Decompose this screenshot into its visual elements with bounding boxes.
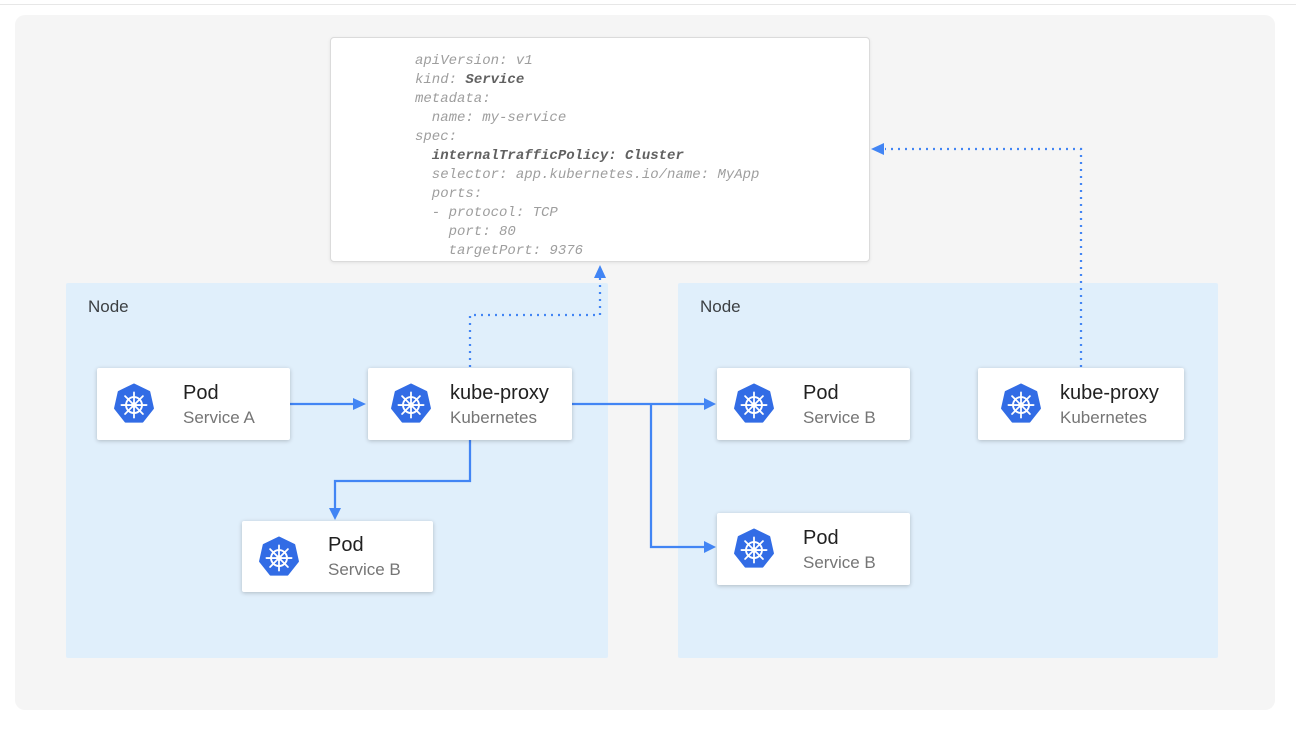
card-subtitle: Service A bbox=[183, 407, 255, 427]
node-box-right: Node bbox=[678, 283, 1218, 658]
kubernetes-icon bbox=[258, 536, 300, 578]
kubeproxy-card-right: kube-proxy Kubernetes bbox=[978, 368, 1184, 440]
yaml-line: ports: bbox=[415, 186, 483, 202]
pod-card-service-b-right-bottom: Pod Service B bbox=[717, 513, 910, 585]
kubeproxy-card-left: kube-proxy Kubernetes bbox=[368, 368, 572, 440]
kubernetes-icon bbox=[1000, 383, 1042, 425]
card-title: kube-proxy bbox=[450, 381, 549, 404]
card-subtitle: Kubernetes bbox=[450, 407, 537, 427]
yaml-line: kind: Service bbox=[415, 72, 525, 88]
node-label: Node bbox=[88, 297, 129, 316]
yaml-line: - protocol: TCP bbox=[415, 205, 558, 221]
card-title: Pod bbox=[183, 381, 219, 404]
node-label: Node bbox=[700, 297, 741, 316]
pod-card-service-b-left: Pod Service B bbox=[242, 521, 433, 592]
yaml-highlight-kind: Service bbox=[465, 72, 525, 88]
pod-card-service-a: Pod Service A bbox=[97, 368, 290, 440]
yaml-line: selector: app.kubernetes.io/name: MyApp bbox=[415, 167, 760, 183]
yaml-highlight-policy: internalTrafficPolicy: Cluster bbox=[415, 148, 684, 164]
pod-card-service-b-right-top: Pod Service B bbox=[717, 368, 910, 440]
kubernetes-icon bbox=[390, 383, 432, 425]
yaml-line: apiVersion: v1 bbox=[415, 53, 533, 69]
card-subtitle: Service B bbox=[328, 560, 401, 579]
card-subtitle: Service B bbox=[803, 552, 876, 572]
kubernetes-icon bbox=[733, 528, 775, 570]
top-divider bbox=[0, 4, 1296, 5]
yaml-line: internalTrafficPolicy: Cluster bbox=[415, 147, 861, 166]
service-yaml-card: apiVersion: v1 kind: Service metadata: n… bbox=[330, 37, 870, 262]
card-subtitle: Service B bbox=[803, 407, 876, 427]
service-yaml-code: apiVersion: v1 kind: Service metadata: n… bbox=[415, 52, 861, 259]
yaml-line: spec: bbox=[415, 129, 458, 145]
yaml-line: metadata: bbox=[415, 91, 491, 107]
card-title: Pod bbox=[803, 526, 839, 549]
card-title: kube-proxy bbox=[1060, 381, 1159, 404]
yaml-line: port: 80 bbox=[415, 224, 516, 240]
kubernetes-icon bbox=[113, 383, 155, 425]
card-subtitle: Kubernetes bbox=[1060, 407, 1147, 427]
node-box-left: Node bbox=[66, 283, 608, 658]
card-title: Pod bbox=[803, 381, 839, 404]
card-title: Pod bbox=[328, 534, 364, 556]
kubernetes-icon bbox=[733, 383, 775, 425]
yaml-line: name: my-service bbox=[415, 110, 567, 126]
yaml-line: targetPort: 9376 bbox=[415, 243, 584, 259]
